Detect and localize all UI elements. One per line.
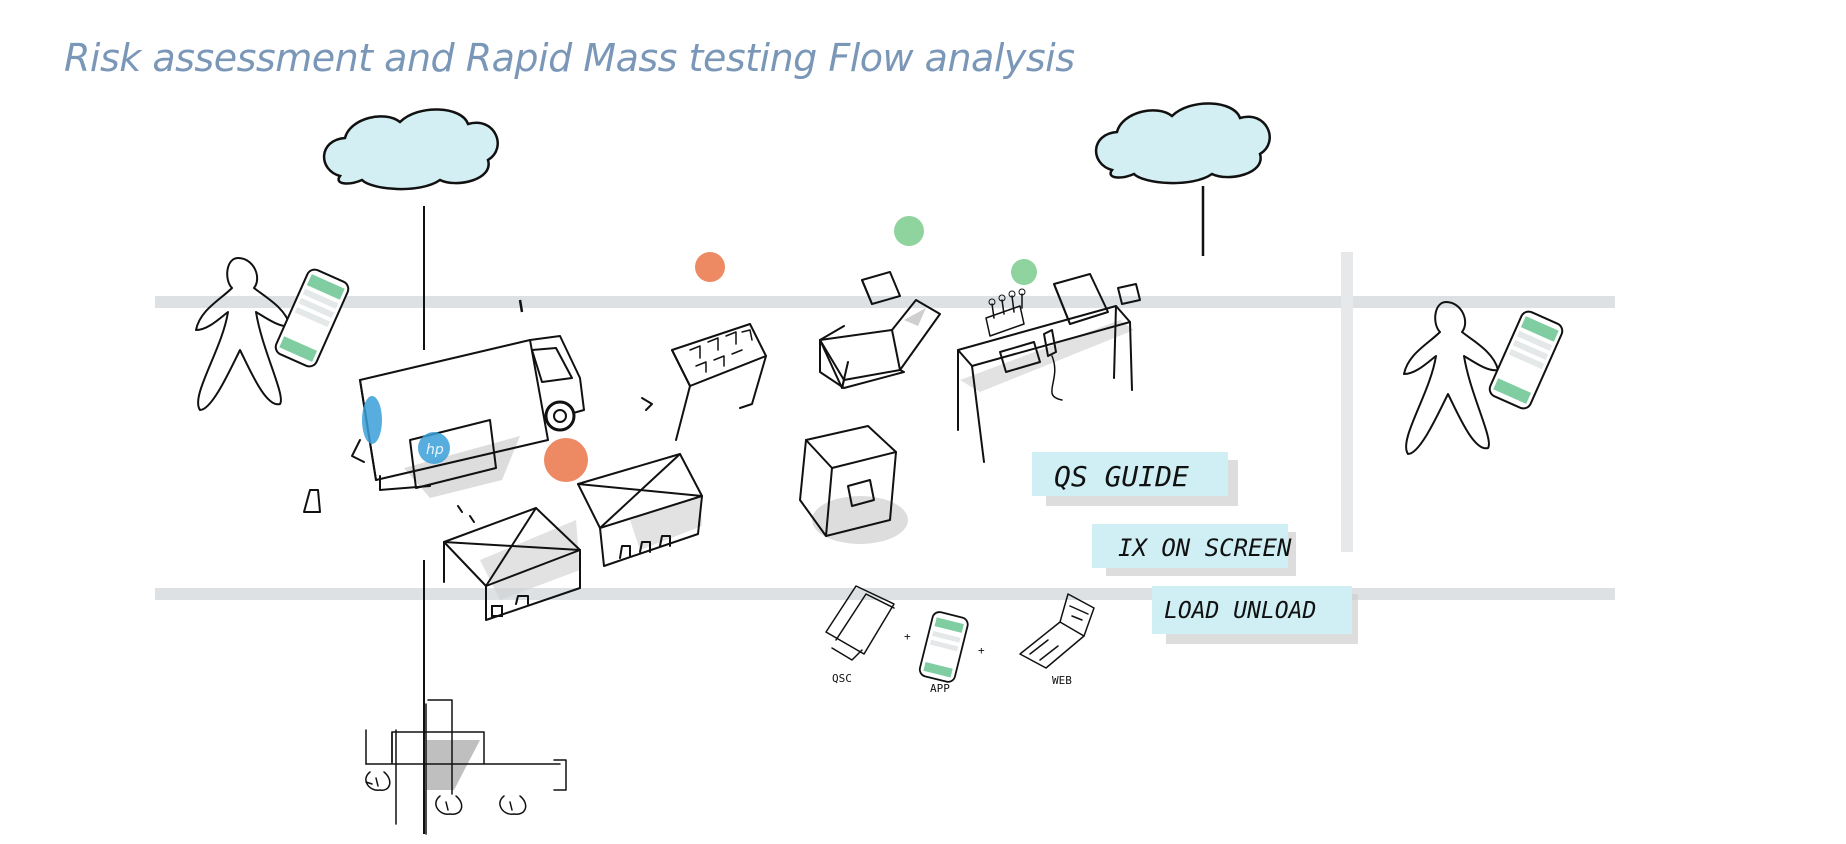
status-dot-green bbox=[1011, 259, 1037, 285]
person-icon bbox=[1403, 301, 1499, 455]
open-box-icon bbox=[819, 271, 941, 389]
label-load-unload: LOAD UNLOAD bbox=[1152, 586, 1358, 644]
document-icon bbox=[825, 585, 895, 661]
phone-icon bbox=[1488, 310, 1564, 410]
marker-icon bbox=[303, 489, 321, 513]
top-lane bbox=[155, 296, 1615, 308]
bottom-lane bbox=[155, 588, 1615, 600]
house-icon bbox=[577, 453, 703, 567]
plus-sign: + bbox=[904, 630, 911, 643]
phone-icon bbox=[274, 268, 350, 368]
phone-icon bbox=[918, 611, 969, 683]
house-icon bbox=[443, 507, 581, 621]
status-dot-orange bbox=[544, 438, 588, 482]
kit-label-app: APP bbox=[930, 682, 950, 695]
person-icon bbox=[195, 257, 291, 411]
truck-logo: hp bbox=[426, 442, 444, 458]
status-dot-orange bbox=[695, 252, 725, 282]
lab-table-icon bbox=[957, 273, 1141, 463]
building-icon bbox=[641, 323, 767, 441]
plus-sign: + bbox=[978, 644, 985, 657]
right-lane-divider bbox=[1341, 252, 1353, 552]
laptop-icon bbox=[1019, 593, 1095, 669]
truck-icon: hp bbox=[351, 299, 585, 498]
cloud-icon bbox=[322, 108, 499, 191]
dash-marks bbox=[457, 505, 475, 523]
status-dot-green bbox=[894, 216, 924, 246]
label-ix-on-screen: IX ON SCREEN bbox=[1092, 524, 1296, 576]
box-icon bbox=[799, 425, 908, 544]
label-load-unload-text: LOAD UNLOAD bbox=[1164, 598, 1316, 624]
cloud-icon bbox=[1094, 102, 1271, 185]
layout-diagram-icon bbox=[365, 699, 567, 835]
label-qs-guide: QS GUIDE bbox=[1032, 452, 1238, 506]
kit-label-web: WEB bbox=[1052, 674, 1072, 687]
page-title: Risk assessment and Rapid Mass testing F… bbox=[64, 36, 1075, 80]
label-qs-guide-text: QS GUIDE bbox=[1054, 460, 1189, 493]
label-ix-on-screen-text: IX ON SCREEN bbox=[1118, 534, 1292, 562]
kit-label-qsc: QSC bbox=[832, 672, 852, 685]
